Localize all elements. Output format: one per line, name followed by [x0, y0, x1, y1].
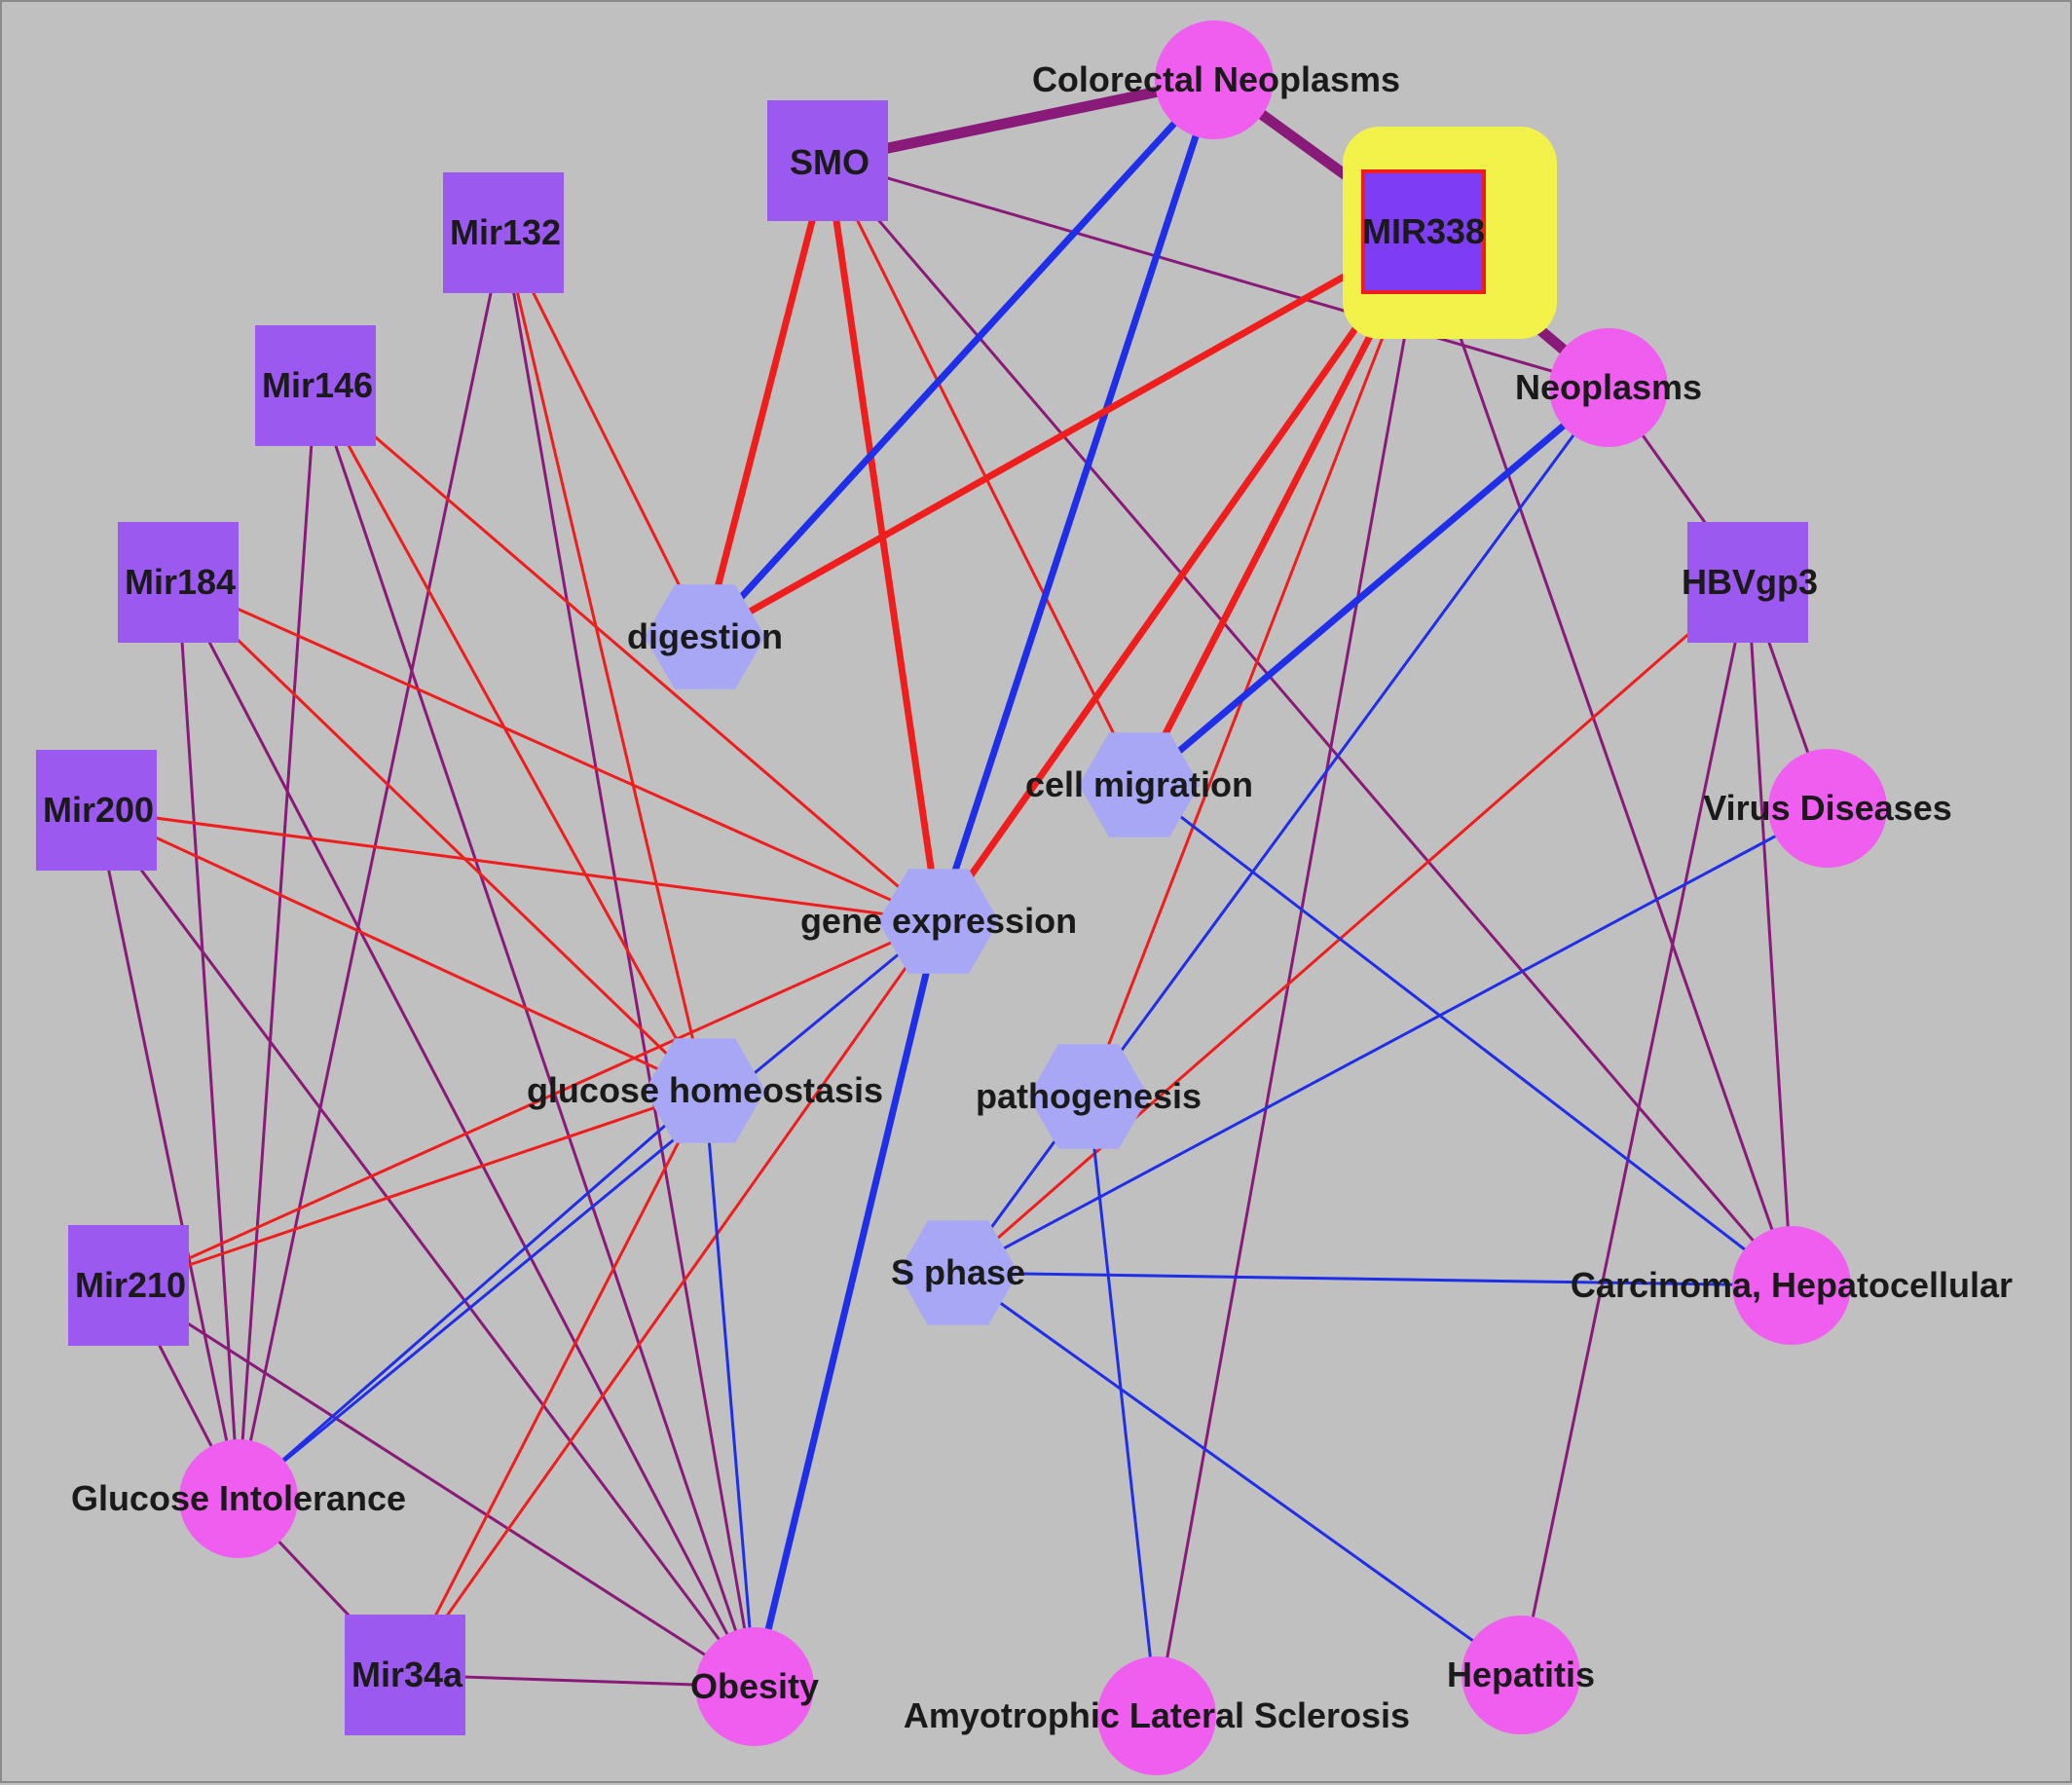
edge-geneexpression-obesity[interactable] [751, 917, 943, 1691]
node-mir338[interactable] [1361, 169, 1486, 294]
node-virus-diseases-label: Virus Diseases [1703, 788, 1952, 828]
edge-mir132-glucosehomeostasis[interactable] [501, 231, 707, 1093]
edge-mir338-als[interactable] [1155, 230, 1425, 1718]
node-hbvgp3[interactable] [1687, 522, 1808, 643]
node-mir184-label: Mir184 [125, 562, 236, 602]
node-digestion[interactable] [645, 584, 765, 689]
edge-mir34a-glucosehomeostasis[interactable] [403, 1089, 707, 1677]
node-mir132[interactable] [443, 172, 564, 293]
edge-smo-neoplasms[interactable] [826, 159, 1610, 390]
edge-glucosehomeostasis-obesity[interactable] [703, 1089, 757, 1689]
node-glucose-intolerance[interactable] [179, 1439, 298, 1558]
node-smo-label: SMO [790, 142, 870, 182]
edge-glucoseintolerance-geneexpression[interactable] [237, 919, 941, 1501]
node-gene-expression[interactable] [878, 869, 999, 974]
edge-mir210-obesity[interactable] [127, 1283, 757, 1689]
node-cell-migration[interactable] [1079, 732, 1200, 837]
edge-mir338-digestion[interactable] [701, 228, 1427, 641]
node-smo[interactable] [767, 100, 888, 221]
node-hepatitis[interactable] [1462, 1616, 1580, 1734]
node-glucose-homeostasis-label: glucose homeostasis [527, 1070, 883, 1110]
edge-mir210-glucosehomeostasis[interactable] [127, 1089, 707, 1287]
node-hbvgp3-label: HBVgp3 [1682, 562, 1818, 602]
edge-mir146-geneexpression[interactable] [314, 384, 941, 923]
node-obesity-label: Obesity [690, 1666, 819, 1706]
node-pathogenesis-label: pathogenesis [976, 1076, 1202, 1116]
node-neoplasms[interactable] [1549, 328, 1668, 447]
node-cell-migration-label: cell migration [1025, 764, 1253, 804]
edge-mir184-glucoseintolerance[interactable] [176, 580, 240, 1501]
edge-mir200-obesity[interactable] [94, 808, 757, 1689]
node-colorectal-neoplasms-label: Colorectal Neoplasms [1032, 59, 1400, 99]
node-mir184[interactable] [118, 522, 239, 643]
edge-hbvgp3-sphase[interactable] [956, 580, 1750, 1275]
edge-virusdiseases-sphase[interactable] [956, 806, 1830, 1275]
node-glucose-homeostasis[interactable] [645, 1038, 765, 1143]
node-hepatitis-label: Hepatitis [1447, 1655, 1595, 1694]
edge-mir146-glucosehomeostasis[interactable] [314, 384, 707, 1093]
node-virus-diseases[interactable] [1768, 749, 1887, 868]
edge-cellmigration-carcinomahepatocellular[interactable] [1137, 783, 1794, 1287]
edge-mir338-geneexpression[interactable] [935, 228, 1427, 925]
edge-mir184-geneexpression[interactable] [176, 580, 941, 923]
edge-smo-geneexpression[interactable] [824, 157, 943, 925]
edge-mir200-glucoseintolerance[interactable] [94, 808, 240, 1501]
edge-sphase-hepatitis[interactable] [956, 1271, 1523, 1677]
edge-pathogenesis-als[interactable] [1087, 1095, 1159, 1718]
edge-mir200-glucosehomeostasis[interactable] [94, 808, 707, 1093]
node-mir34a-label: Mir34a [352, 1655, 463, 1694]
edge-mir338-carcinomahepatocellular[interactable] [1422, 230, 1794, 1287]
edge-colorectalneoplasms-digestion[interactable] [701, 76, 1218, 641]
node-s-phase-label: S phase [891, 1252, 1025, 1292]
edge-mir132-digestion[interactable] [501, 231, 707, 639]
node-carcinoma-hepatocellular-label: Carcinoma, Hepatocellular [1571, 1265, 2013, 1305]
node-mir146[interactable] [255, 325, 376, 446]
node-mir210[interactable] [68, 1225, 189, 1346]
edge-mir210-geneexpression[interactable] [127, 919, 941, 1287]
node-mir210-label: Mir210 [75, 1265, 186, 1305]
edge-hbvgp3-carcinomahepatocellular[interactable] [1746, 580, 1794, 1287]
node-colorectal-neoplasms[interactable] [1155, 20, 1274, 139]
edge-mir184-glucosehomeostasis[interactable] [176, 580, 707, 1093]
edge-mir34a-geneexpression[interactable] [403, 919, 941, 1677]
node-amyotrophic-lateral-sclerosis[interactable] [1097, 1656, 1216, 1775]
node-mir132-label: Mir132 [450, 212, 561, 252]
edge-mir146-glucoseintolerance[interactable] [237, 384, 317, 1501]
node-mir200-label: Mir200 [43, 790, 154, 830]
node-mir34a[interactable] [345, 1615, 465, 1735]
edge-hbvgp3-hepatitis[interactable] [1519, 580, 1750, 1677]
edge-smo-colorectalneoplasms[interactable] [822, 74, 1220, 167]
node-digestion-label: digestion [627, 616, 783, 656]
node-carcinoma-hepatocellular[interactable] [1732, 1226, 1851, 1345]
edge-mir200-geneexpression[interactable] [94, 808, 941, 923]
edge-smo-cellmigration[interactable] [826, 159, 1141, 787]
node-gene-expression-label: gene expression [800, 901, 1077, 941]
labels-layer: SMO MIR338 Mir132Mir146Mir184Mir200Mir210M… [43, 59, 2013, 1735]
edge-mir132-glucoseintolerance[interactable] [237, 231, 505, 1501]
node-obesity[interactable] [695, 1627, 814, 1746]
node-s-phase[interactable] [898, 1220, 1018, 1325]
edge-neoplasms-cellmigration[interactable] [1135, 384, 1612, 789]
nodes-layer [36, 20, 1887, 1775]
node-pathogenesis[interactable] [1028, 1044, 1149, 1149]
node-glucose-intolerance-label: Glucose Intolerance [71, 1478, 406, 1518]
node-mir338-label: MIR338 [1362, 211, 1485, 251]
edge-mir132-obesity[interactable] [501, 231, 757, 1689]
edge-mir338-pathogenesis[interactable] [1087, 230, 1425, 1098]
node-neoplasms-label: Neoplasms [1515, 367, 1702, 407]
node-amyotrophic-lateral-sclerosis-label: Amyotrophic Lateral Sclerosis [904, 1695, 1410, 1735]
edge-glucoseintolerance-glucosehomeostasis[interactable] [237, 1089, 707, 1501]
edge-colorectalneoplasms-geneexpression[interactable] [935, 76, 1218, 925]
node-mir200[interactable] [36, 750, 157, 871]
edge-mir146-obesity[interactable] [314, 384, 757, 1689]
node-mir146-label: Mir146 [262, 365, 373, 405]
edge-sphase-carcinomahepatocellular[interactable] [956, 1271, 1794, 1287]
edge-smo-digestion[interactable] [701, 157, 832, 641]
edge-smo-carcinomahepatocellular[interactable] [826, 159, 1794, 1287]
edges-layer [94, 74, 1830, 1718]
